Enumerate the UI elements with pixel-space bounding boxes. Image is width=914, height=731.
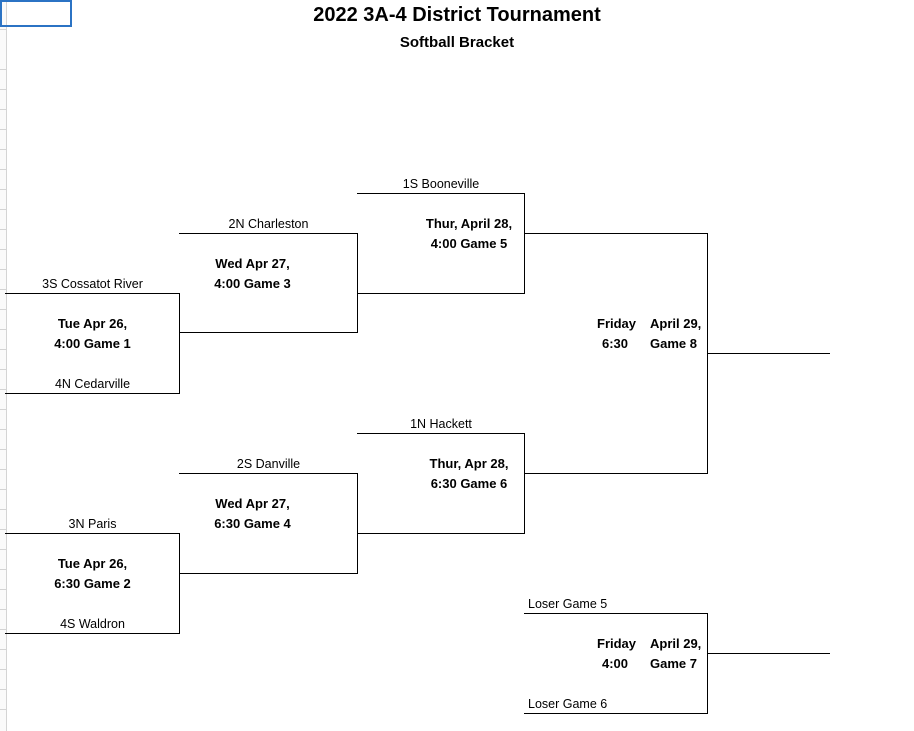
bracket-line <box>357 473 358 573</box>
game-8-number: Game 8 <box>650 336 697 351</box>
game-3-time: 4:00 Game 3 <box>214 276 291 291</box>
team-slot-2n[interactable]: 2N Charleston <box>228 217 309 231</box>
row-divider <box>0 669 6 670</box>
game-2-time: 6:30 Game 2 <box>54 576 131 591</box>
game-1-time: 4:00 Game 1 <box>54 336 131 351</box>
game-1-date: Tue Apr 26, <box>57 316 128 331</box>
bracket-line <box>524 193 525 293</box>
game-6-time: 6:30 Game 6 <box>430 476 508 491</box>
bracket-line <box>524 473 708 474</box>
bracket-line <box>707 613 708 713</box>
page-title: 2022 3A-4 District Tournament <box>313 4 601 26</box>
game-5-date: Thur, April 28, <box>425 216 513 231</box>
bracket-line <box>357 193 525 194</box>
row-divider <box>0 549 6 550</box>
row-divider <box>0 649 6 650</box>
game-5-time: 4:00 Game 5 <box>430 236 508 251</box>
team-slot-4n[interactable]: 4N Cedarville <box>54 377 131 391</box>
bracket-line <box>524 613 708 614</box>
bracket-line <box>524 233 708 234</box>
game-7-time: 4:00 <box>602 656 629 671</box>
row-divider <box>0 169 6 170</box>
game-8-day: Friday <box>597 316 637 331</box>
team-slot-2s[interactable]: 2S Danville <box>236 457 301 471</box>
row-divider <box>0 409 6 410</box>
row-divider <box>0 689 6 690</box>
bracket-line <box>179 533 180 633</box>
row-divider <box>0 489 6 490</box>
row-divider <box>0 569 6 570</box>
bracket-line <box>524 713 708 714</box>
champion-line <box>707 353 830 354</box>
bracket-line <box>524 433 525 533</box>
row-divider <box>0 249 6 250</box>
row-divider <box>0 709 6 710</box>
bracket-line <box>5 533 180 534</box>
row-divider <box>0 589 6 590</box>
game-4-date: Wed Apr 27, <box>215 496 290 511</box>
row-divider <box>0 109 6 110</box>
page-subtitle: Softball Bracket <box>399 34 515 51</box>
bracket-line <box>357 293 525 294</box>
game-7-date: April 29, <box>650 636 702 651</box>
bracket-line <box>5 393 180 394</box>
selected-cell[interactable] <box>0 0 72 27</box>
bracket-line <box>357 433 525 434</box>
row-divider <box>0 529 6 530</box>
game-8-time: 6:30 <box>602 336 629 351</box>
team-slot-4s[interactable]: 4S Waldron <box>60 617 125 631</box>
bracket-line <box>5 633 180 634</box>
row-divider <box>0 449 6 450</box>
row-divider <box>0 69 6 70</box>
team-slot-1s[interactable]: 1S Booneville <box>402 177 480 191</box>
game-6-date: Thur, Apr 28, <box>429 456 509 471</box>
game-4-time: 6:30 Game 4 <box>214 516 291 531</box>
row-divider <box>0 329 6 330</box>
row-divider <box>0 429 6 430</box>
team-slot-loser-game-5[interactable]: Loser Game 5 <box>528 597 608 611</box>
team-slot-loser-game-6[interactable]: Loser Game 6 <box>528 697 608 711</box>
row-divider <box>0 189 6 190</box>
bracket-line <box>179 473 358 474</box>
bracket-line <box>179 332 358 333</box>
game-7-number: Game 7 <box>650 656 697 671</box>
game-2-date: Tue Apr 26, <box>57 556 128 571</box>
row-divider <box>0 609 6 610</box>
game-8-date: April 29, <box>650 316 702 331</box>
row-divider <box>0 209 6 210</box>
row-divider <box>0 389 6 390</box>
row-divider <box>0 509 6 510</box>
bracket-line <box>179 293 180 393</box>
row-divider <box>0 309 6 310</box>
row-divider <box>0 129 6 130</box>
row-divider <box>0 369 6 370</box>
game-7-day: Friday <box>597 636 637 651</box>
row-divider <box>0 89 6 90</box>
team-slot-1n[interactable]: 1N Hackett <box>410 417 472 431</box>
bracket-line <box>357 533 525 534</box>
game-3-date: Wed Apr 27, <box>215 256 290 271</box>
row-divider <box>0 289 6 290</box>
row-divider <box>0 269 6 270</box>
row-divider <box>0 349 6 350</box>
row-divider <box>0 469 6 470</box>
row-header-strip <box>0 0 7 731</box>
row-divider <box>0 149 6 150</box>
consolation-winner-line <box>707 653 830 654</box>
bracket-line <box>179 573 358 574</box>
team-slot-3n[interactable]: 3N Paris <box>68 517 117 531</box>
team-slot-3s[interactable]: 3S Cossatot River <box>42 277 143 291</box>
row-divider <box>0 229 6 230</box>
bracket-line <box>179 233 358 234</box>
row-divider <box>0 629 6 630</box>
bracket-line <box>5 293 180 294</box>
row-divider <box>0 29 6 30</box>
bracket-line <box>357 233 358 333</box>
